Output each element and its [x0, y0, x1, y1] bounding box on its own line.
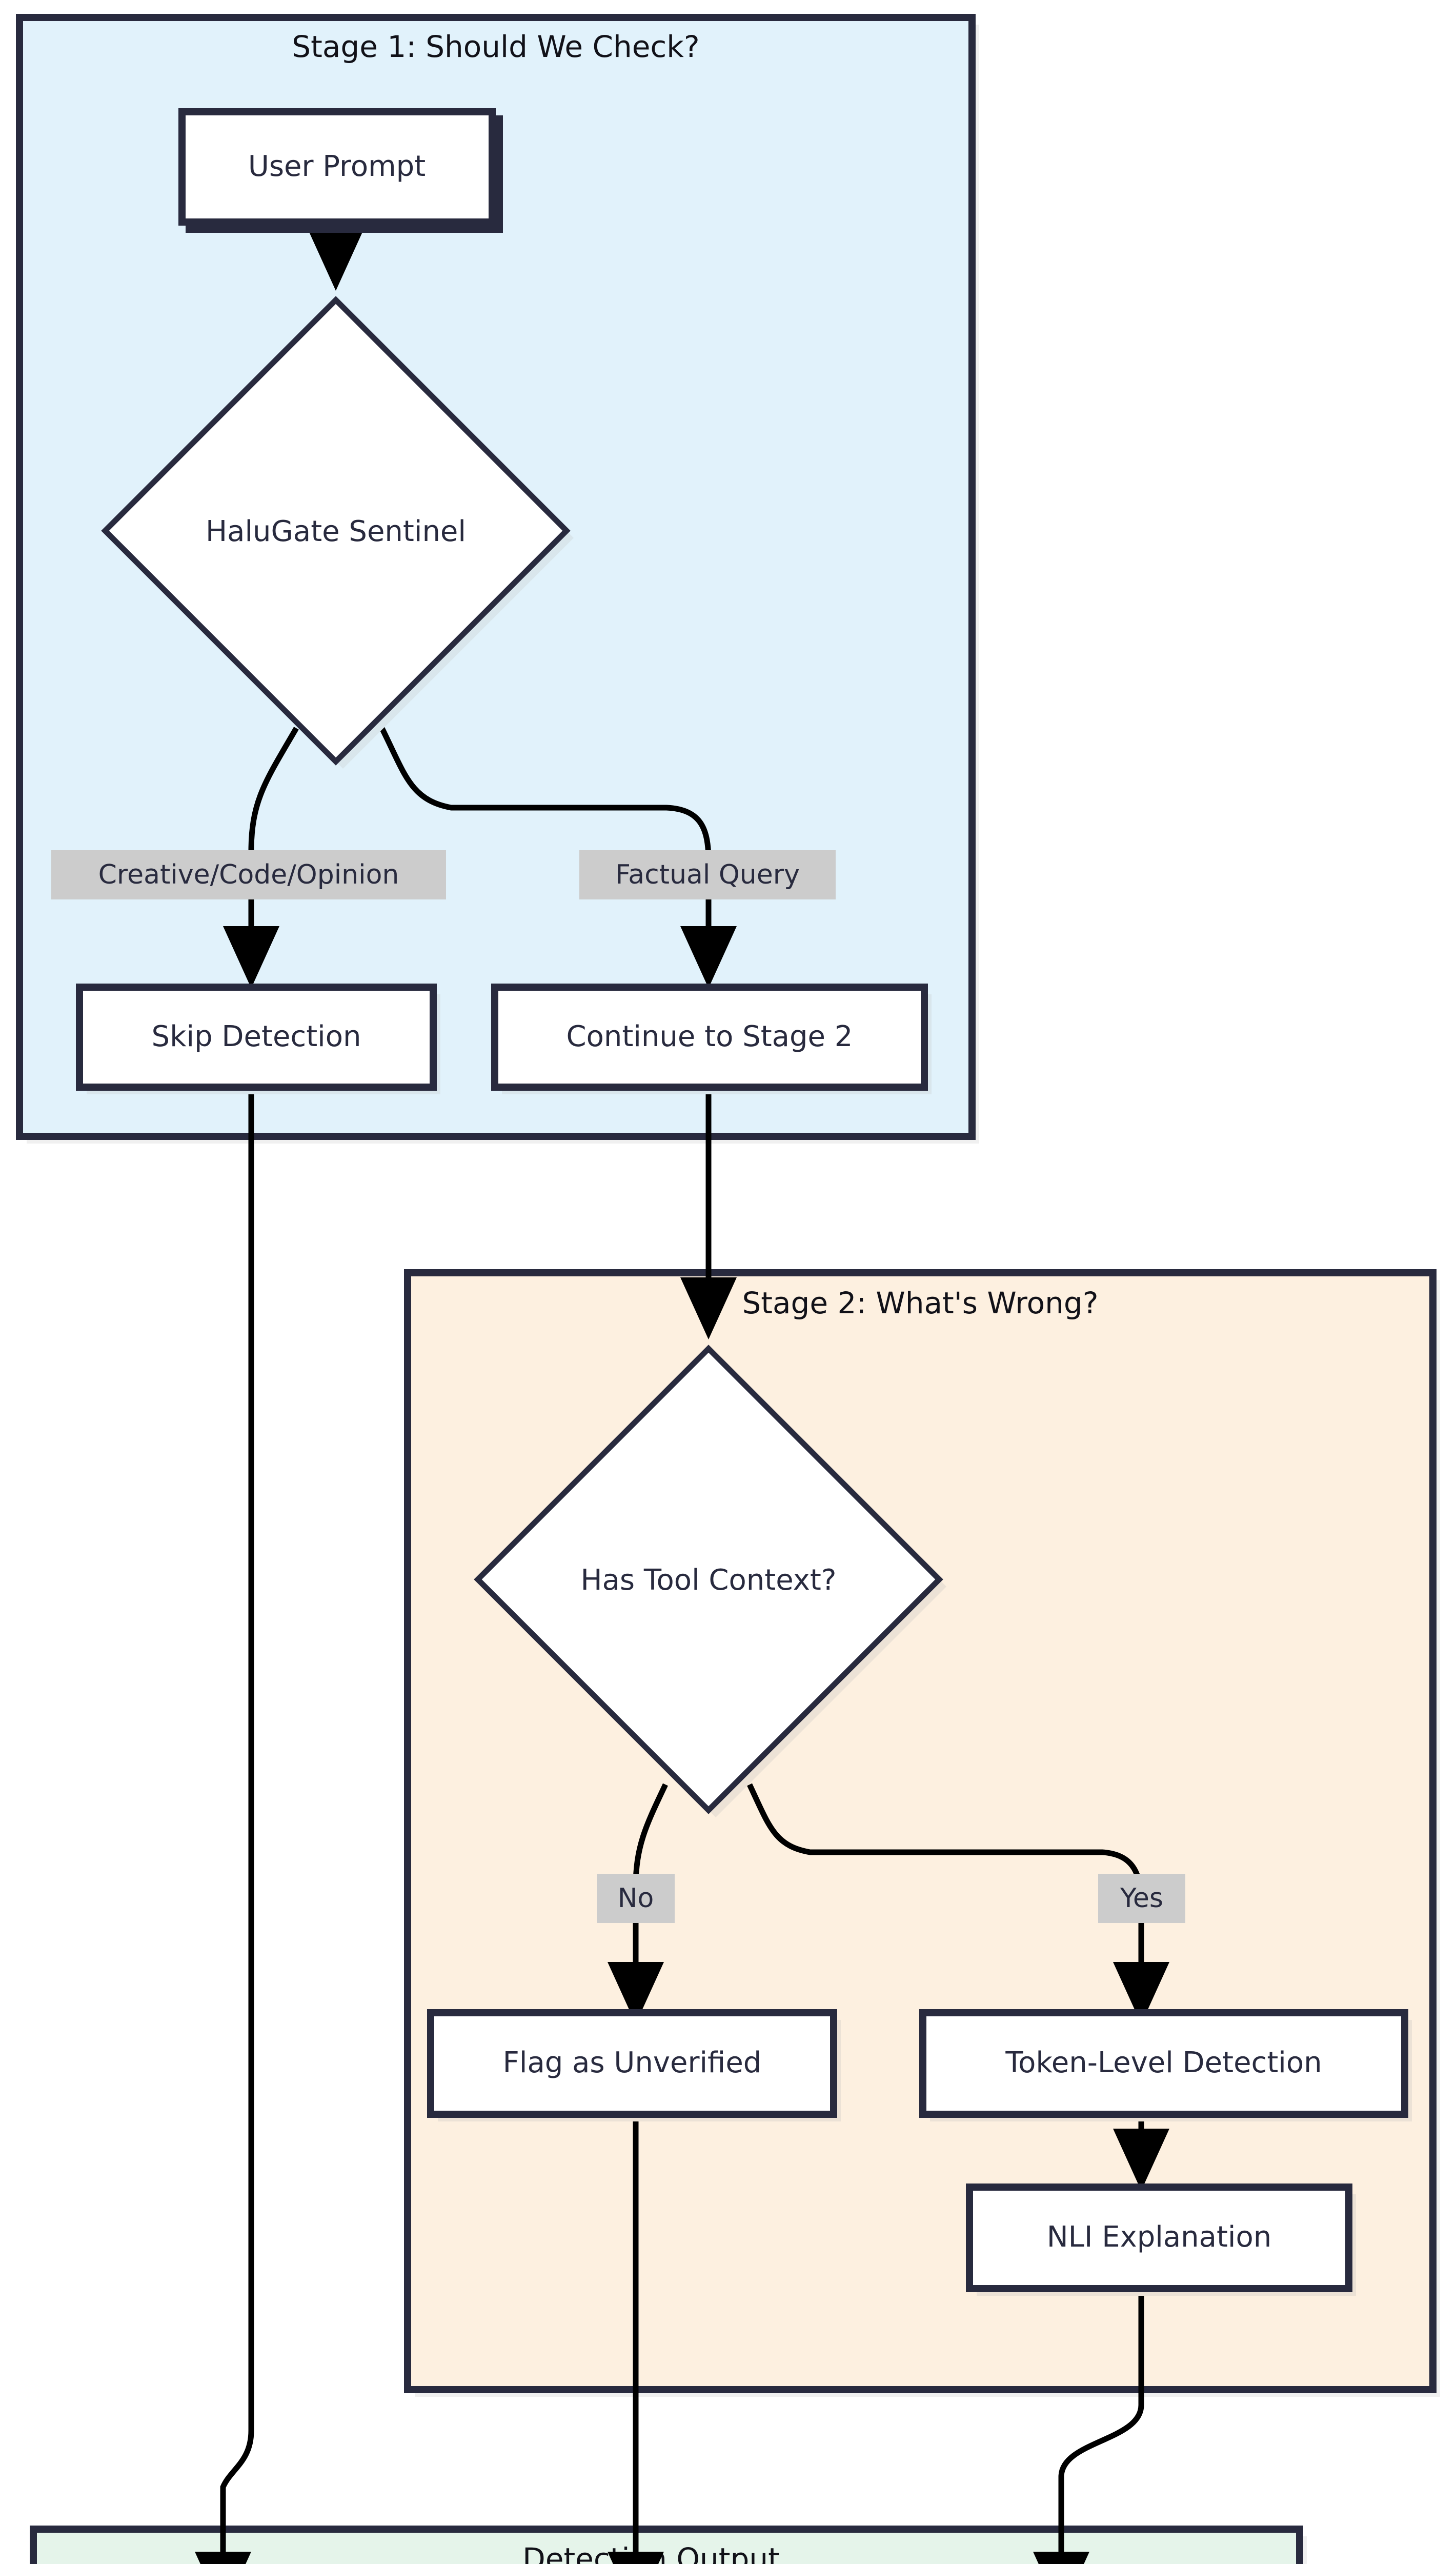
node-token-level-detection-box[interactable]: [919, 2009, 1408, 2118]
edge-label-factual-query-bg: [579, 850, 836, 899]
node-skip-detection-box[interactable]: [76, 984, 437, 1091]
edge-label-creative-code-opinion-text: Creative/Code/Opinion: [98, 859, 399, 890]
node-halugate-sentinel[interactable]: HaluGate Sentinel: [101, 296, 574, 769]
edge-nli-explanation-to-detailed-report: [1033, 2290, 1144, 2564]
edge-label-no: No: [597, 1874, 675, 1923]
edge-skip-detection-to-pass-through: [195, 1087, 254, 2564]
node-halugate-sentinel-label: HaluGate Sentinel: [206, 515, 466, 548]
node-skip-detection-label: Skip Detection: [152, 1020, 361, 1053]
node-continue-to-stage-2[interactable]: Continue to Stage 2: [491, 984, 932, 1094]
node-nli-explanation[interactable]: NLI Explanation: [966, 2184, 1356, 2296]
node-has-tool-context-box[interactable]: [474, 1345, 943, 1814]
node-skip-detection[interactable]: Skip Detection: [76, 984, 440, 1094]
node-has-tool-context[interactable]: Has Tool Context?: [474, 1345, 946, 1817]
node-user-prompt-box[interactable]: [178, 108, 496, 226]
cluster-detection-output-title: Detection Output: [522, 2541, 780, 2564]
node-flag-as-unverified[interactable]: Flag as Unverified: [427, 2009, 841, 2121]
node-user-prompt-label: User Prompt: [248, 150, 426, 183]
node-flag-as-unverified-label: Flag as Unverified: [503, 2046, 762, 2079]
edge-label-factual-query: Factual Query: [579, 850, 836, 899]
cluster-stage-2-title: Stage 2: What's Wrong?: [742, 1286, 1098, 1320]
node-token-level-detection-label: Token-Level Detection: [1005, 2046, 1322, 2079]
node-flag-as-unverified-box[interactable]: [427, 2009, 837, 2118]
cluster-stage-1-title: Stage 1: Should We Check?: [292, 29, 699, 64]
node-continue-to-stage-2-box[interactable]: [491, 984, 928, 1091]
node-halugate-sentinel-box[interactable]: [101, 296, 571, 766]
node-nli-explanation-box[interactable]: [966, 2184, 1352, 2292]
edge-label-creative-code-opinion: Creative/Code/Opinion: [51, 850, 446, 899]
edge-label-yes-text: Yes: [1120, 1883, 1163, 1914]
edge-halugate-to-continue-stage2: [379, 727, 737, 988]
node-user-prompt[interactable]: User Prompt: [178, 108, 503, 233]
edge-label-no-bg: [597, 1874, 675, 1923]
edge-label-no-text: No: [618, 1883, 654, 1914]
edge-label-factual-query-text: Factual Query: [615, 859, 800, 890]
node-has-tool-context-label: Has Tool Context?: [580, 1564, 836, 1597]
edge-label-yes-bg: [1098, 1874, 1185, 1923]
edge-halugate-to-skip-detection: [223, 727, 299, 988]
node-nli-explanation-label: NLI Explanation: [1047, 2220, 1271, 2254]
node-token-level-detection[interactable]: Token-Level Detection: [919, 2009, 1412, 2121]
edge-label-yes: Yes: [1098, 1874, 1185, 1923]
node-continue-to-stage-2-label: Continue to Stage 2: [567, 1020, 853, 1053]
edge-label-creative-code-opinion-bg: [51, 850, 446, 899]
